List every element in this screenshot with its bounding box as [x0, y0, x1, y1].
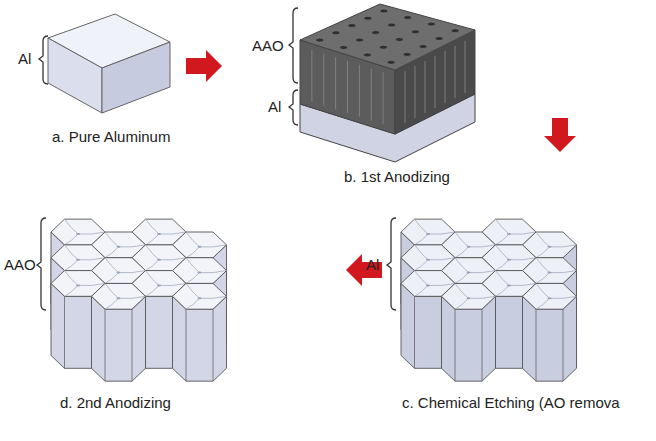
step-caption: b. 1st Anodizing	[344, 168, 450, 186]
layer-label: AAO	[4, 256, 36, 274]
brackets	[37, 8, 396, 310]
aao-hex-array	[51, 219, 227, 381]
anodized-block	[300, 4, 475, 162]
layer-label: AAO	[252, 37, 284, 55]
layer-label: Al	[18, 50, 31, 68]
step-caption: a. Pure Aluminum	[52, 128, 170, 146]
aluminum-block	[48, 14, 170, 113]
etched-al-hex-array	[401, 219, 577, 381]
pore-pattern	[312, 9, 465, 124]
layer-label: Al	[366, 256, 379, 274]
process-arrows	[186, 50, 576, 286]
step-caption: c. Chemical Etching (AO remova	[402, 394, 620, 412]
step-caption: d. 2nd Anodizing	[60, 394, 171, 412]
layer-label: Al	[268, 98, 281, 116]
